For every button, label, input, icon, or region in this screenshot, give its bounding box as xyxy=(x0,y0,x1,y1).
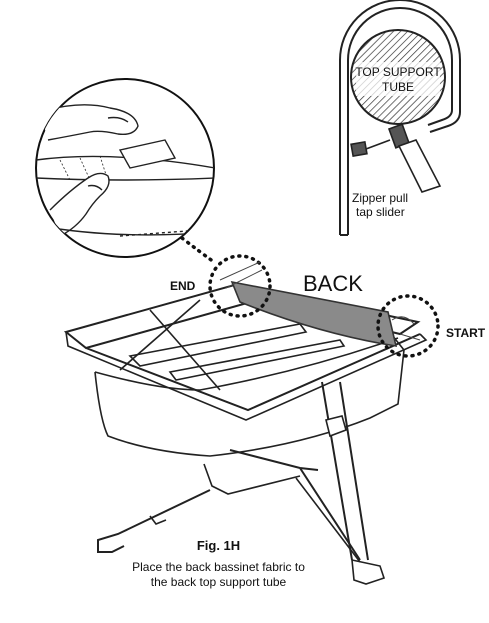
back-fabric xyxy=(230,280,398,347)
detail-leader-dots xyxy=(180,236,216,264)
start-detail-lines xyxy=(391,316,421,341)
end-highlight-circle xyxy=(208,254,272,318)
caption-line2: the back top support tube xyxy=(150,575,287,589)
bassinet-drawing xyxy=(63,280,428,585)
end-label: END xyxy=(170,279,196,293)
caption-line1: Place the back bassinet fabric to xyxy=(132,560,305,574)
figure-title: Fig. 1H xyxy=(196,538,241,553)
end-detail-lines xyxy=(219,261,263,289)
tube-label-line2: TUBE xyxy=(382,80,414,94)
start-label: START xyxy=(446,326,486,340)
zipper-label-line1: Zipper pull xyxy=(352,191,408,205)
back-label: BACK xyxy=(303,271,363,296)
zipper-label-line2: tap slider xyxy=(356,205,405,219)
tube-label-line1: TOP SUPPORT xyxy=(355,65,441,79)
zipper-slider-drawing xyxy=(350,123,442,193)
start-highlight-circle xyxy=(376,294,440,358)
hand-detail-inset xyxy=(35,78,215,258)
tube-cross-section-inset: TOP SUPPORT TUBE Zipper pull tap slider xyxy=(339,0,461,236)
